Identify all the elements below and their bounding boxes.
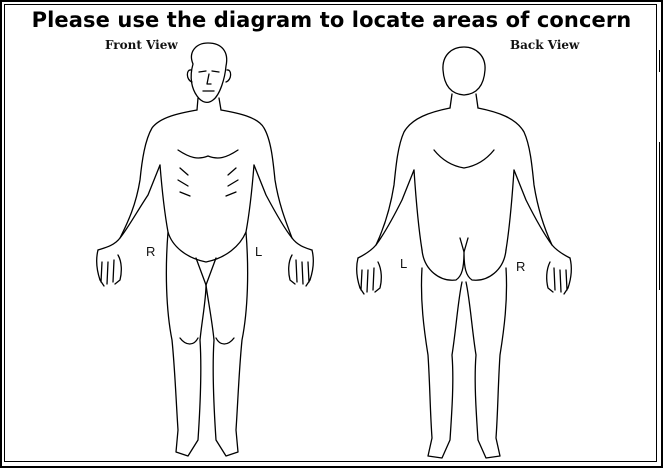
front-chest bbox=[178, 150, 238, 158]
back-right-hand bbox=[547, 258, 572, 294]
front-left-marker: L bbox=[255, 244, 262, 259]
back-right-side bbox=[478, 108, 570, 258]
front-nose bbox=[207, 74, 211, 84]
back-spine-end bbox=[460, 238, 468, 252]
front-body-figure[interactable] bbox=[97, 43, 314, 456]
back-scapula bbox=[434, 150, 494, 168]
front-knee-right bbox=[180, 338, 198, 344]
front-torso-lower bbox=[160, 165, 254, 262]
front-ear-right bbox=[226, 70, 231, 82]
front-right-hand bbox=[97, 250, 122, 286]
back-right-leg bbox=[466, 268, 507, 458]
back-neck bbox=[450, 94, 478, 108]
back-head bbox=[443, 47, 485, 95]
back-torso bbox=[414, 170, 514, 250]
front-right-side bbox=[221, 110, 312, 250]
back-left-hand bbox=[357, 258, 382, 294]
front-ribs bbox=[178, 168, 238, 196]
front-right-leg bbox=[166, 232, 206, 456]
back-body-figure[interactable] bbox=[357, 47, 572, 458]
back-right-marker: R bbox=[516, 259, 525, 274]
front-head bbox=[191, 43, 227, 102]
back-left-side bbox=[358, 108, 450, 258]
front-eyes bbox=[199, 71, 219, 72]
back-buttocks bbox=[422, 250, 506, 280]
front-left-side bbox=[98, 110, 197, 250]
front-left-hand bbox=[289, 250, 314, 286]
front-right-marker: R bbox=[146, 244, 155, 259]
front-inner-arm-left bbox=[254, 165, 292, 238]
back-left-marker: L bbox=[400, 256, 407, 271]
back-left-leg bbox=[421, 268, 462, 458]
front-knee-left bbox=[216, 338, 234, 344]
